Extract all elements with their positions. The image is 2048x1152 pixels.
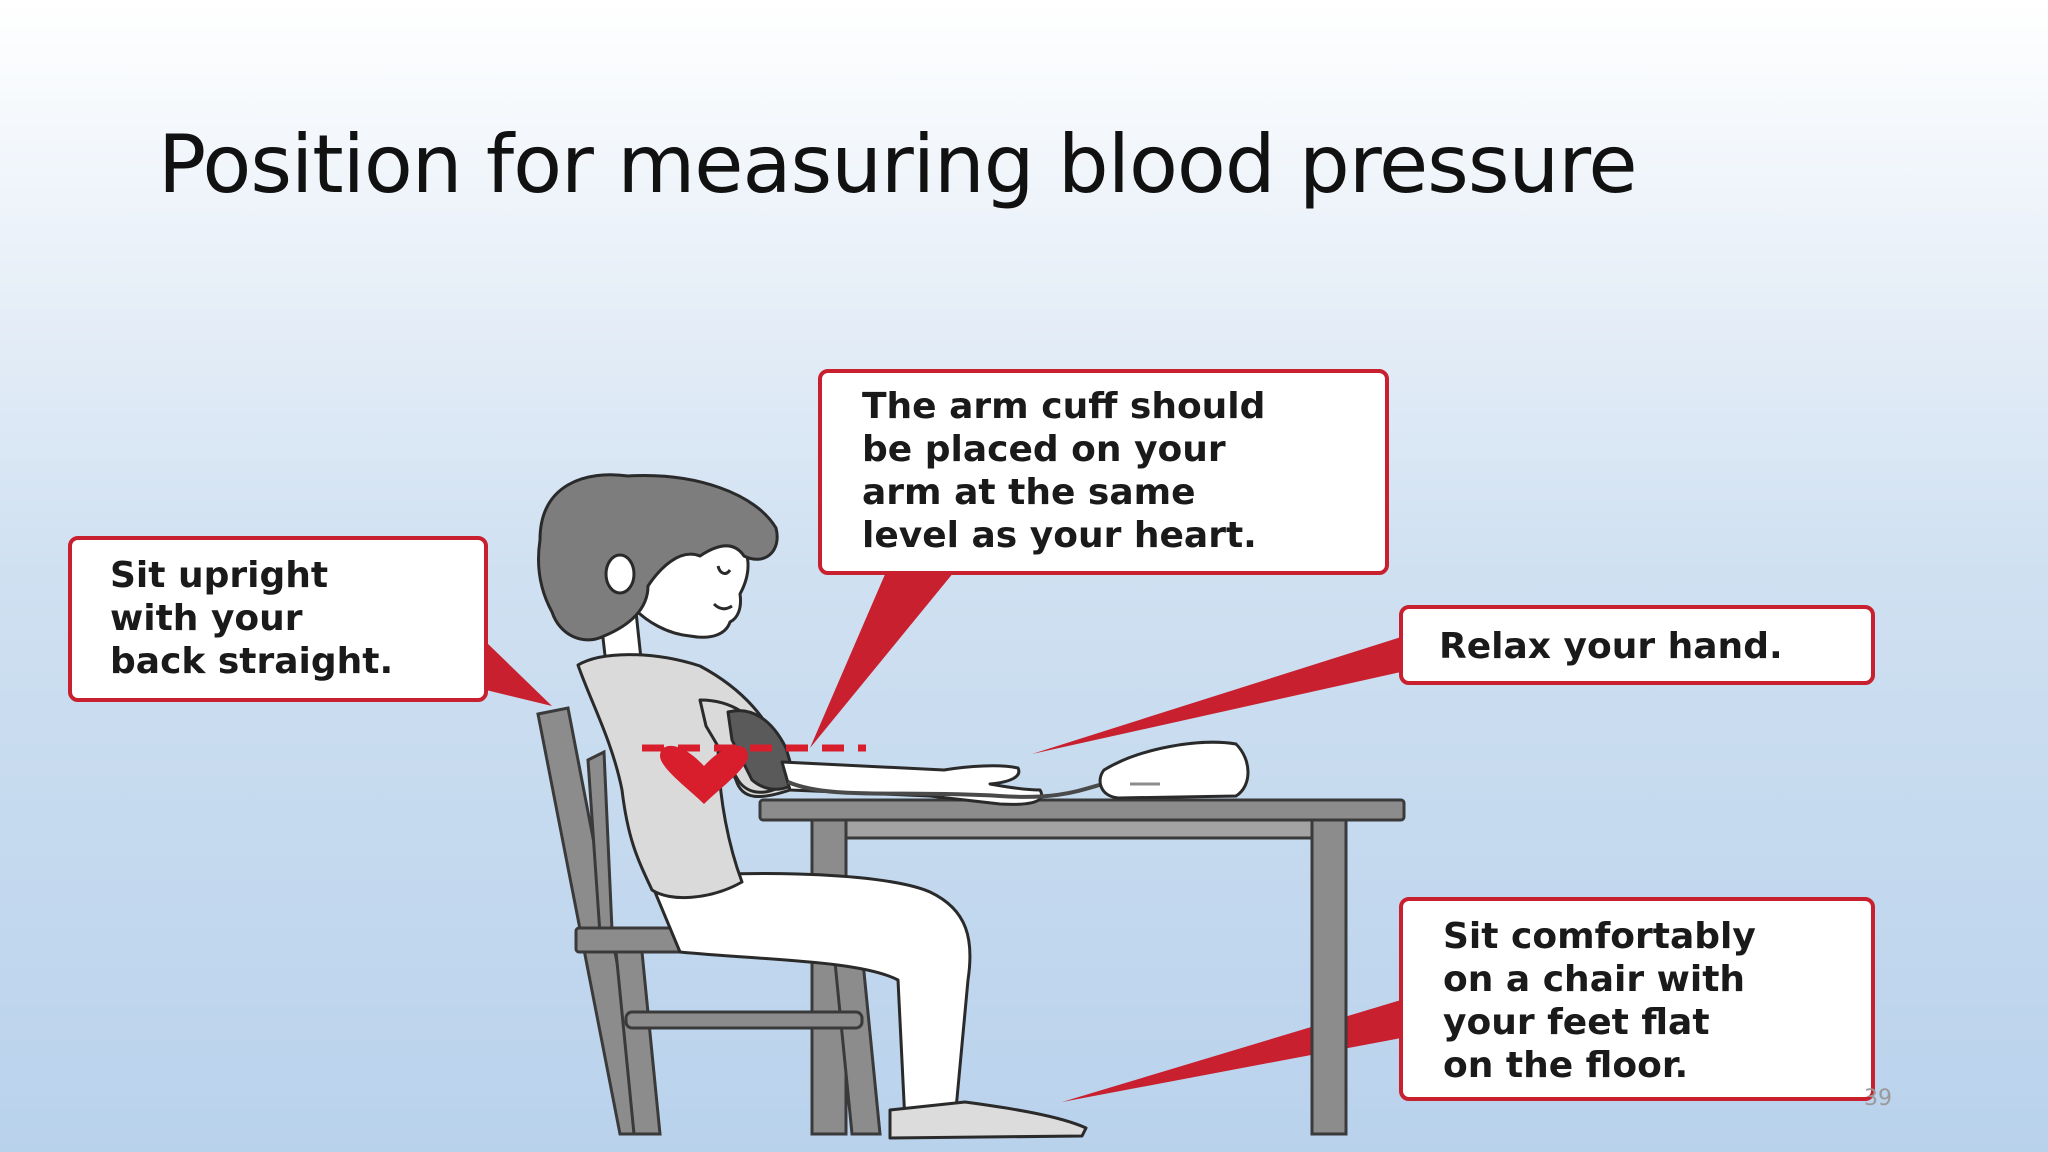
callout-line: level as your heart. bbox=[862, 515, 1257, 556]
table-leg-right bbox=[1310, 818, 1348, 1136]
callout-sit-upright: Sit upright with your back straight. bbox=[68, 536, 488, 702]
person-mouth bbox=[712, 602, 733, 611]
person-foot bbox=[888, 1100, 1088, 1140]
pointer-cuff bbox=[810, 572, 954, 748]
blood-pressure-monitor bbox=[787, 740, 1250, 800]
chair-rung bbox=[624, 1010, 864, 1030]
person-eye bbox=[716, 565, 732, 575]
table-top bbox=[758, 798, 1406, 822]
callout-line: on a chair with bbox=[1443, 959, 1746, 1000]
callout-line: be placed on your bbox=[862, 429, 1226, 470]
table-apron bbox=[844, 818, 1314, 840]
callout-feet-flat: Sit comfortably on a chair with your fee… bbox=[1399, 897, 1875, 1101]
callout-line: Sit comfortably bbox=[1443, 916, 1756, 957]
person-ear bbox=[604, 553, 636, 595]
page-number: 39 bbox=[1864, 1086, 1892, 1111]
pointer-hand bbox=[1032, 637, 1401, 754]
callout-line: your feet flat bbox=[1443, 1002, 1710, 1043]
monitor-tube bbox=[787, 780, 1111, 799]
chair-rear-leg bbox=[614, 950, 662, 1136]
callout-relax-hand: Relax your hand. bbox=[1399, 605, 1875, 685]
blood-pressure-monitor-icon bbox=[1098, 740, 1250, 800]
heart-icon bbox=[660, 745, 748, 804]
pointer-upright bbox=[486, 642, 552, 706]
heart-level-marker bbox=[642, 744, 866, 804]
person-hair bbox=[537, 473, 779, 642]
callout-line: The arm cuff should bbox=[862, 386, 1266, 427]
callout-line: arm at the same bbox=[862, 472, 1196, 513]
pointer-feet bbox=[1062, 1000, 1401, 1102]
callout-line: Relax your hand. bbox=[1439, 626, 1783, 667]
person-legs bbox=[648, 872, 972, 1124]
callout-arm-cuff: The arm cuff should be placed on your ar… bbox=[818, 369, 1389, 575]
slide-title: Position for measuring blood pressure bbox=[158, 118, 1638, 211]
callout-line: back straight. bbox=[110, 641, 394, 682]
callout-line: on the floor. bbox=[1443, 1045, 1689, 1086]
callout-line: with your bbox=[110, 598, 303, 639]
callout-line: Sit upright bbox=[110, 555, 329, 596]
